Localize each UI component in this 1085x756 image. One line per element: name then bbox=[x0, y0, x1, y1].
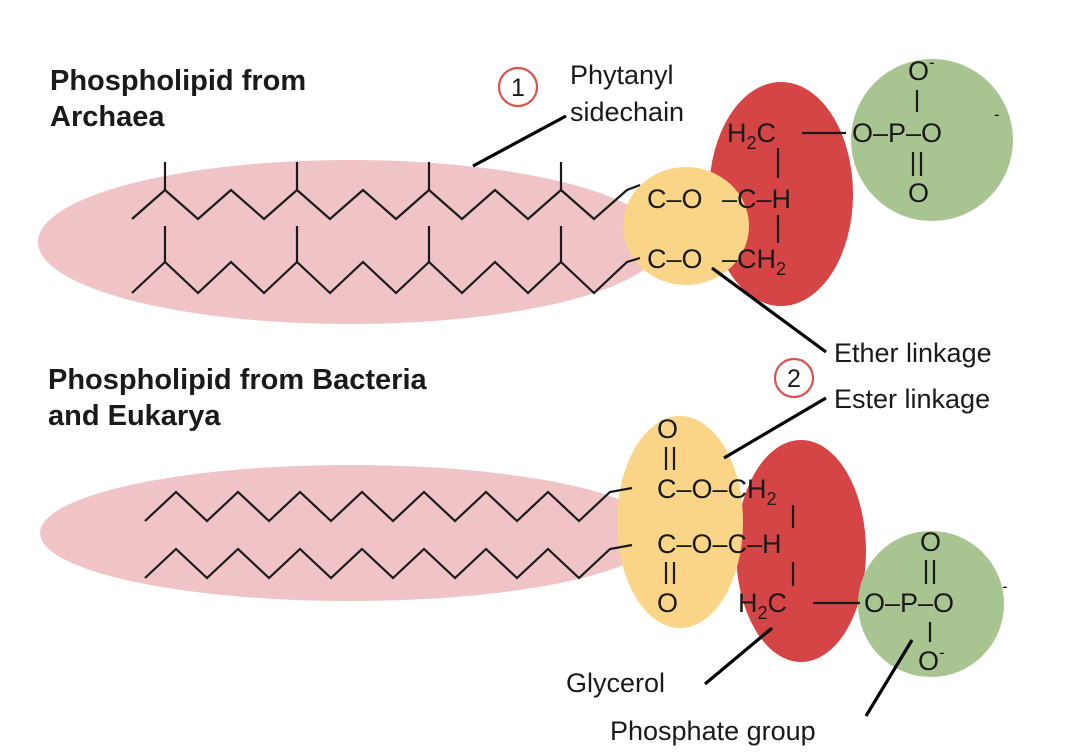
archaea-glycerol-backbone bbox=[709, 82, 853, 306]
archaea-phospholipid: H2C O–P–O O- - O C–O –C–H C–O –CH2 bbox=[38, 53, 1013, 324]
phytanyl-label: Phytanyl bbox=[570, 60, 674, 90]
ether-linkage-label: Ether linkage bbox=[834, 338, 992, 368]
bacteria-phosphate-group bbox=[858, 531, 1004, 677]
archaea-chain-bottom bbox=[131, 256, 641, 295]
bacteria-carbonyl-top-o: O bbox=[657, 414, 678, 444]
archaea-chain-top-methyls bbox=[163, 162, 563, 190]
archaea-chain-top bbox=[131, 183, 641, 221]
archaea-c-h: –C–H bbox=[722, 184, 791, 214]
archaea-phosphate-group bbox=[851, 59, 1013, 221]
bacteria-phosphate-top-o: O bbox=[920, 527, 941, 557]
archaea-c-o-bottom: C–O bbox=[647, 244, 703, 274]
svg-text:2: 2 bbox=[787, 365, 801, 393]
archaea-title-line2: Archaea bbox=[50, 101, 165, 133]
bacteria-title-line2: and Eukarya bbox=[48, 400, 221, 432]
bacteria-ester-linkage-region bbox=[617, 416, 743, 628]
glycerol-leader bbox=[703, 626, 774, 686]
bacteria-chain-bottom bbox=[144, 543, 633, 580]
bacteria-c-o-c-h: C–O–C–H bbox=[657, 529, 782, 559]
archaea-phosphate-bottom-o: O bbox=[908, 178, 929, 208]
bacteria-phosphate-right-minus: - bbox=[1002, 577, 1008, 596]
archaea-h2c: H2C bbox=[727, 118, 776, 153]
archaea-c-o-top: C–O bbox=[647, 184, 703, 214]
bacteria-o-p-o: O–P–O bbox=[864, 588, 954, 618]
svg-text:1: 1 bbox=[511, 74, 525, 102]
archaea-o-p-o: O–P–O bbox=[852, 118, 942, 148]
bacteria-tail-region bbox=[40, 465, 660, 601]
phytanyl-leader bbox=[472, 114, 567, 168]
marker-1: 1 bbox=[497, 66, 539, 108]
bacteria-glycerol-backbone bbox=[736, 440, 866, 662]
archaea-tail-region bbox=[38, 160, 662, 324]
archaea-title: Phospholipid from bbox=[50, 65, 306, 97]
bacteria-chain-top bbox=[144, 486, 633, 523]
phosphate-leader bbox=[864, 639, 914, 717]
phosphate-group-label: Phosphate group bbox=[610, 716, 816, 746]
ester-linkage-label: Ester linkage bbox=[834, 384, 990, 414]
ether-leader bbox=[711, 266, 827, 354]
bacteria-c-o-ch2: C–O–CH2 bbox=[657, 474, 777, 509]
bacteria-carbonyl-bottom-o: O bbox=[657, 588, 678, 618]
archaea-phosphate-right-minus: - bbox=[994, 105, 1000, 124]
archaea-ch2: –CH2 bbox=[722, 244, 786, 279]
archaea-ether-linkage-region bbox=[623, 167, 749, 285]
marker-2: 2 bbox=[773, 357, 815, 399]
bacteria-title: Phospholipid from Bacteria bbox=[48, 364, 428, 396]
phytanyl-label-line2: sidechain bbox=[570, 97, 684, 127]
glycerol-label: Glycerol bbox=[566, 668, 665, 698]
bacteria-phospholipid: O C–O–CH2 C–O–C–H O H2C O–P–O - O O- bbox=[40, 414, 1008, 677]
ester-leader bbox=[723, 396, 827, 460]
archaea-chain-bottom-methyls bbox=[163, 226, 563, 262]
